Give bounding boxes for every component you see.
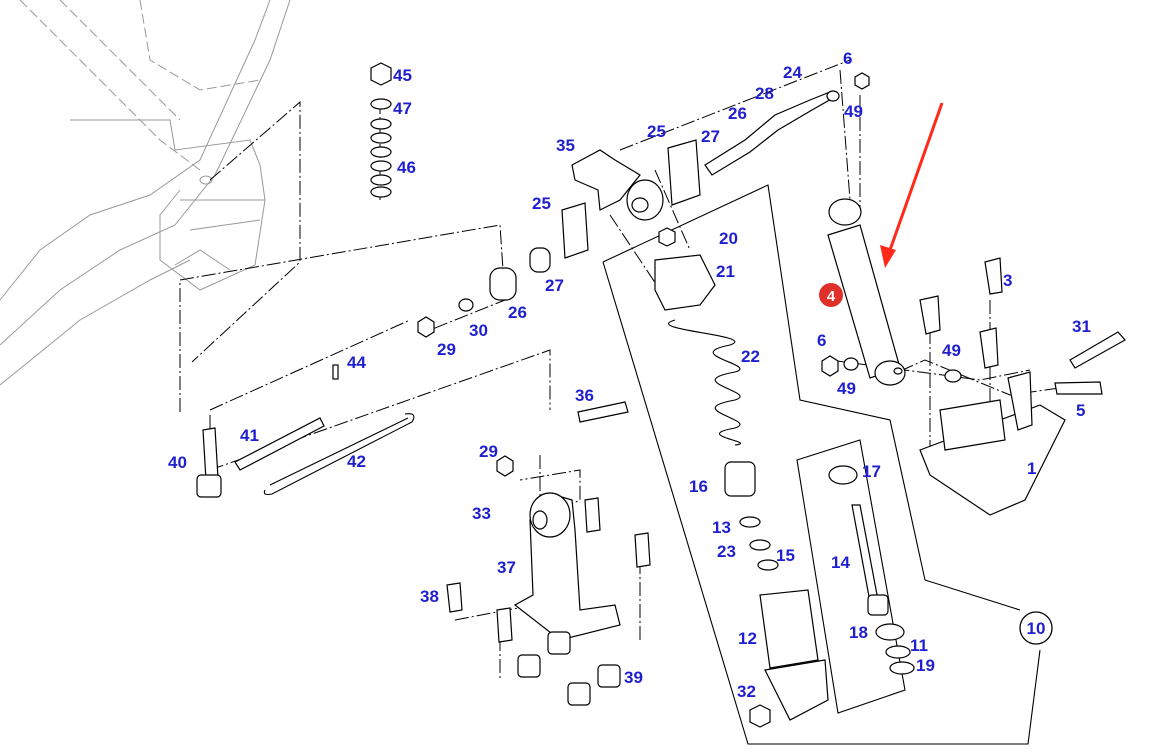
callout[interactable]: 19 [916,656,935,675]
callout[interactable]: 32 [737,682,756,701]
callout[interactable]: 24 [783,63,802,82]
callout[interactable]: 44 [347,353,366,372]
callout[interactable]: 49 [844,102,863,121]
callout[interactable]: 35 [556,136,575,155]
callout[interactable]: 13 [712,518,731,537]
callout[interactable]: 40 [168,453,187,472]
callout[interactable]: 26 [728,104,747,123]
highlighted-part-number: 4 [827,288,836,305]
callout[interactable]: 33 [472,504,491,523]
shock-absorber [821,198,962,386]
callout[interactable]: 5 [1076,401,1085,420]
callout[interactable]: 29 [437,340,456,359]
callout[interactable]: 17 [862,462,881,481]
callout[interactable]: 14 [831,553,850,572]
callout[interactable]: 42 [347,452,366,471]
lower-bracket [446,401,651,706]
callout-labels: 45 47 46 35 25 25 27 26 28 24 6 49 20 21… [168,49,1091,701]
highlighted-part-badge[interactable]: 4 [819,283,843,307]
callout[interactable]: 38 [420,587,439,606]
assembly-reference-number: 10 [1027,619,1046,638]
callout[interactable]: 36 [575,386,594,405]
base-plate [919,257,1126,516]
assembly-reference-badge[interactable]: 10 [1019,611,1053,645]
callout[interactable]: 21 [716,262,735,281]
callout[interactable]: 11 [910,636,928,655]
callout[interactable]: 25 [647,122,666,141]
callout[interactable]: 3 [1003,271,1012,290]
callout[interactable]: 1 [1027,459,1036,478]
highlight-arrow [880,102,944,268]
callout[interactable]: 25 [532,194,551,213]
callout[interactable]: 26 [508,303,527,322]
leader-lines [179,59,1081,680]
callout[interactable]: 12 [738,629,757,648]
chassis-frame [0,0,291,386]
callout[interactable]: 28 [755,84,774,103]
callout[interactable]: 23 [717,542,736,561]
callout[interactable]: 29 [479,442,498,461]
callout[interactable]: 18 [849,623,868,642]
callout[interactable]: 41 [240,426,259,445]
upper-mount-parts [417,72,870,338]
callout[interactable]: 31 [1072,317,1091,336]
callout[interactable]: 20 [719,229,738,248]
callout[interactable]: 30 [469,321,488,340]
callout[interactable]: 27 [545,276,564,295]
callout[interactable]: 49 [942,341,961,360]
washer-stack [370,62,392,198]
callout[interactable]: 15 [776,546,795,565]
callout[interactable]: 45 [393,66,412,85]
callout[interactable]: 39 [624,668,643,687]
callout[interactable]: 46 [397,158,416,177]
callout[interactable]: 6 [817,331,826,350]
callout[interactable]: 16 [689,477,708,496]
callout[interactable]: 6 [843,49,852,68]
pins [196,364,415,498]
damper-assembly-outline [602,184,1041,745]
inner-damper [828,465,915,675]
spring-strut [654,227,829,728]
callout[interactable]: 37 [497,558,516,577]
callout[interactable]: 47 [393,99,412,118]
callout[interactable]: 27 [701,127,720,146]
callout[interactable]: 22 [741,347,760,366]
callout[interactable]: 49 [837,379,856,398]
